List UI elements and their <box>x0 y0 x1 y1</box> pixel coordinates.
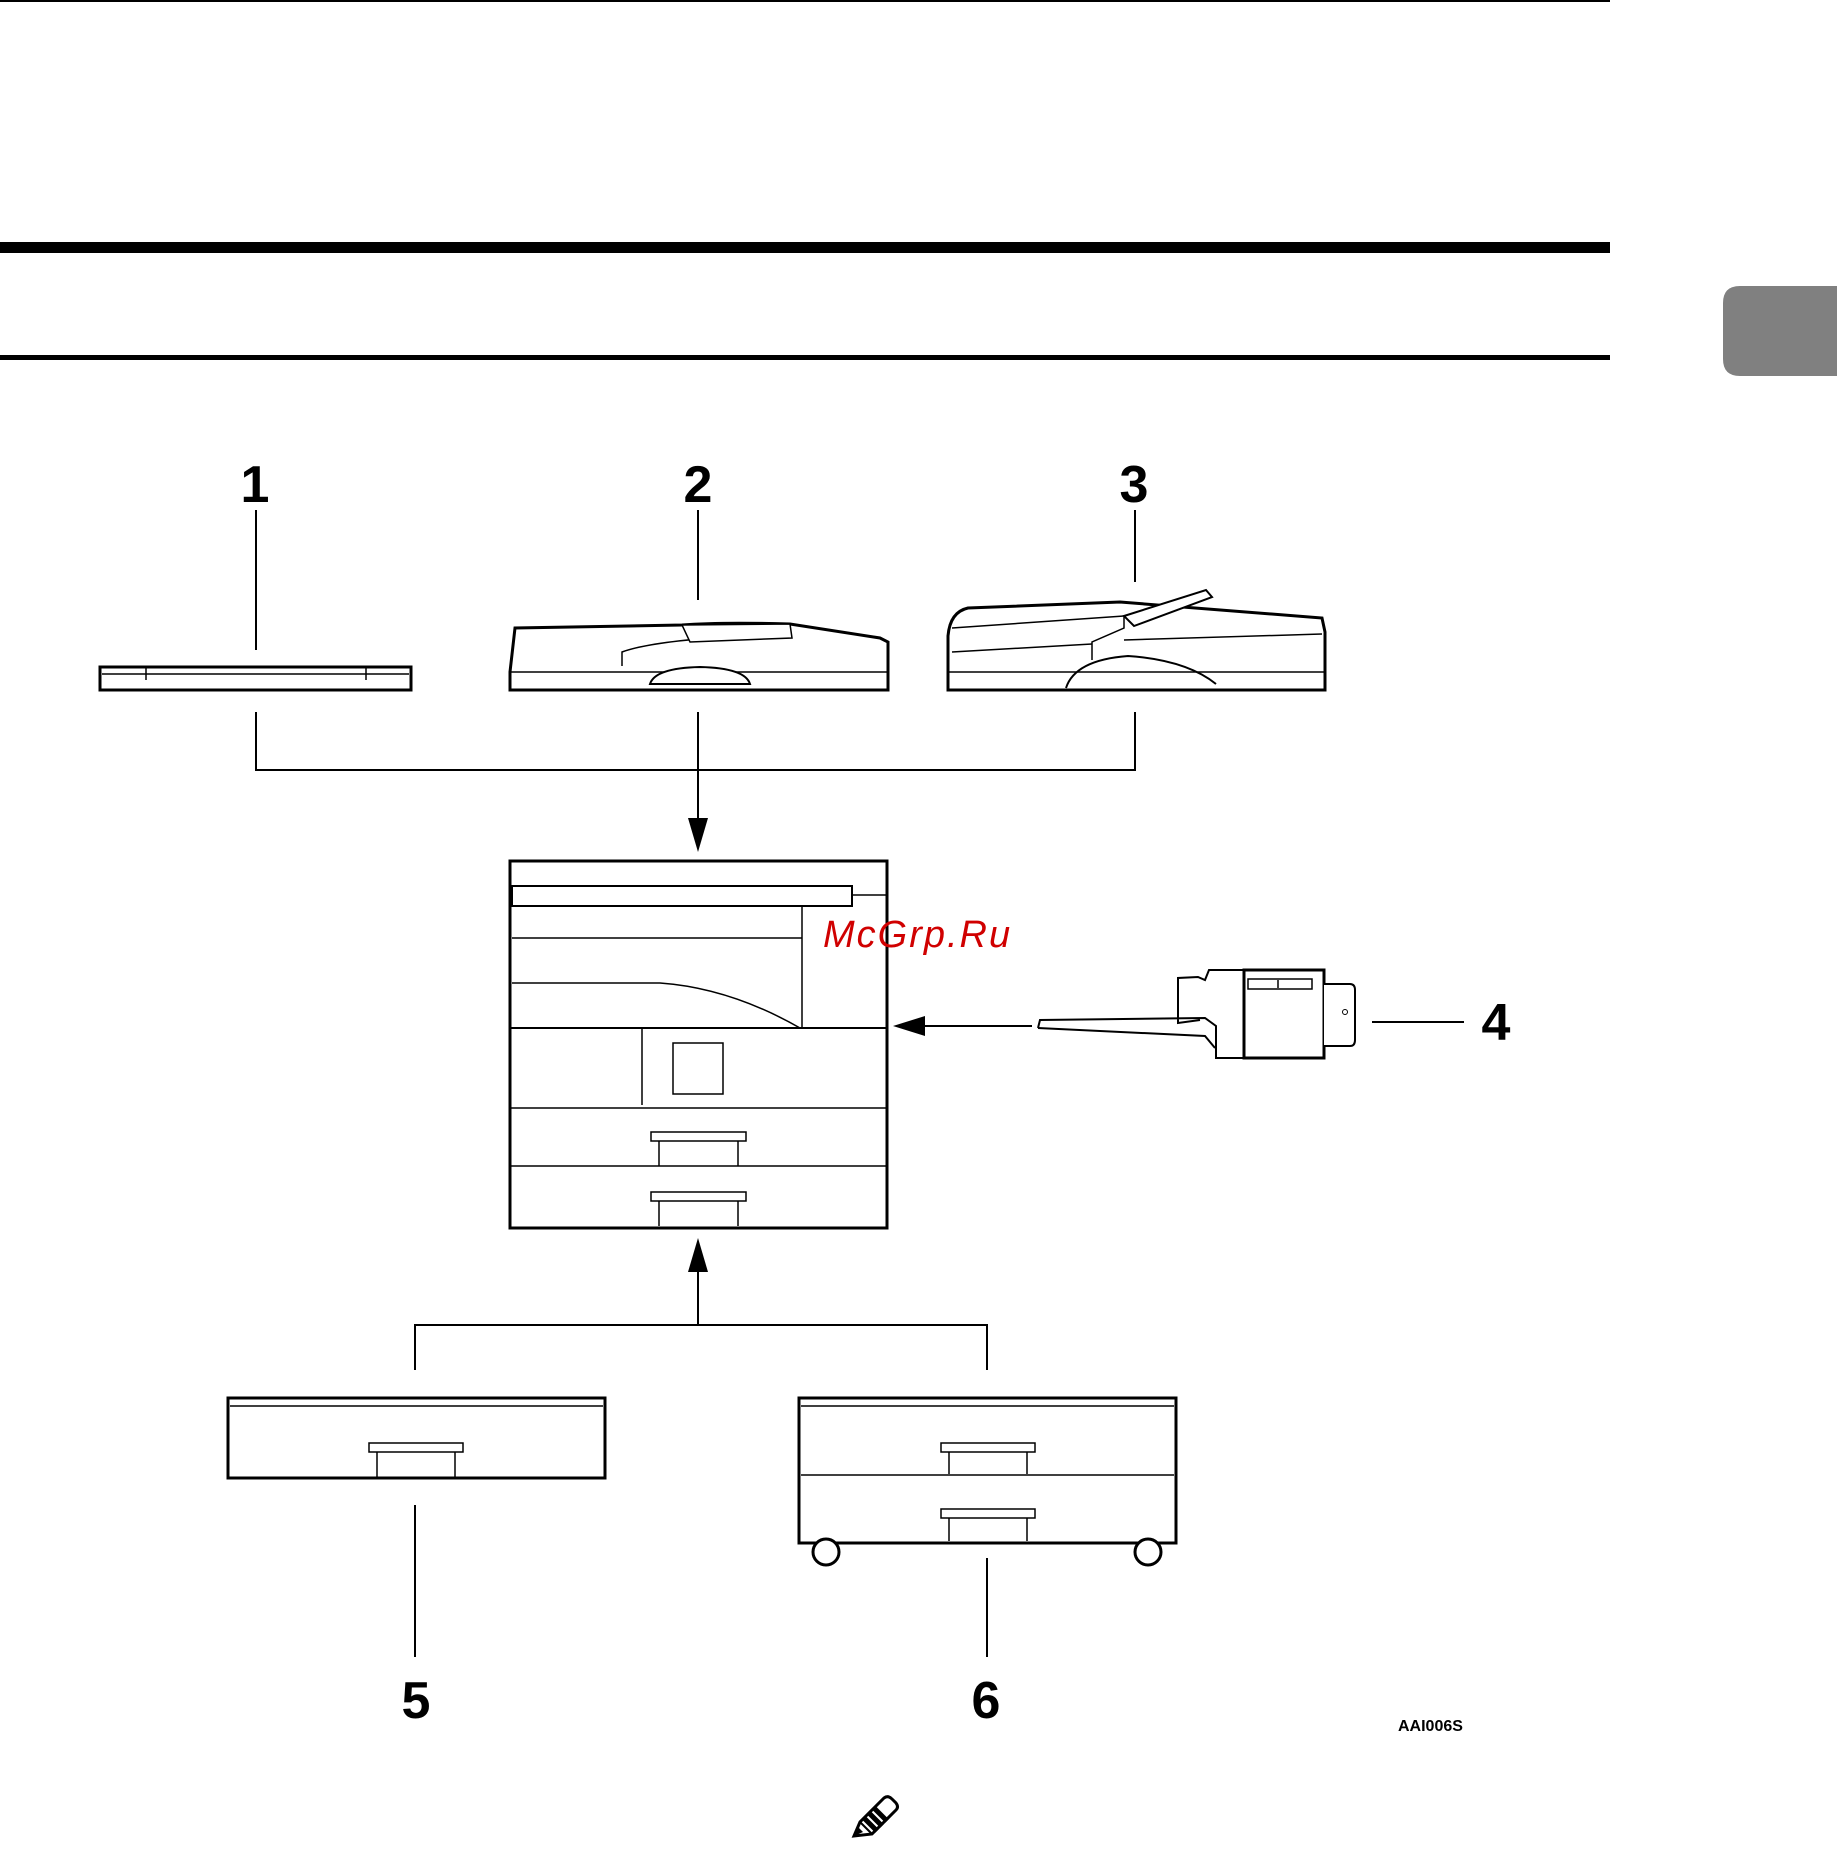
watermark-text: McGrp.Ru <box>823 914 1012 956</box>
callout-4: 4 <box>1482 994 1511 1052</box>
pencil-note-icon <box>854 1797 898 1836</box>
arrow-down-icon <box>688 818 708 852</box>
arrow-up-icon <box>688 1238 708 1272</box>
callout-3: 3 <box>1120 456 1149 514</box>
callout-5: 5 <box>402 1672 431 1730</box>
callout-2: 2 <box>684 456 713 514</box>
ardf-illustration <box>510 623 888 690</box>
callout-1: 1 <box>241 456 270 514</box>
adf-illustration <box>948 590 1325 690</box>
platen-cover-illustration <box>100 667 411 690</box>
paper-tray-unit-illustration <box>228 1398 605 1478</box>
chapter-tab <box>1723 286 1837 376</box>
paper-feed-unit-illustration <box>799 1398 1176 1565</box>
arrow-left-icon <box>893 1016 925 1036</box>
callout-6: 6 <box>972 1672 1001 1730</box>
top-connector <box>256 712 1135 820</box>
bridge-unit-illustration <box>1038 970 1355 1058</box>
section-rule-thin <box>0 355 1610 360</box>
figure-code: AAI006S <box>1398 1718 1463 1735</box>
section-rule-thick <box>0 242 1610 253</box>
bottom-connector <box>415 1270 987 1370</box>
